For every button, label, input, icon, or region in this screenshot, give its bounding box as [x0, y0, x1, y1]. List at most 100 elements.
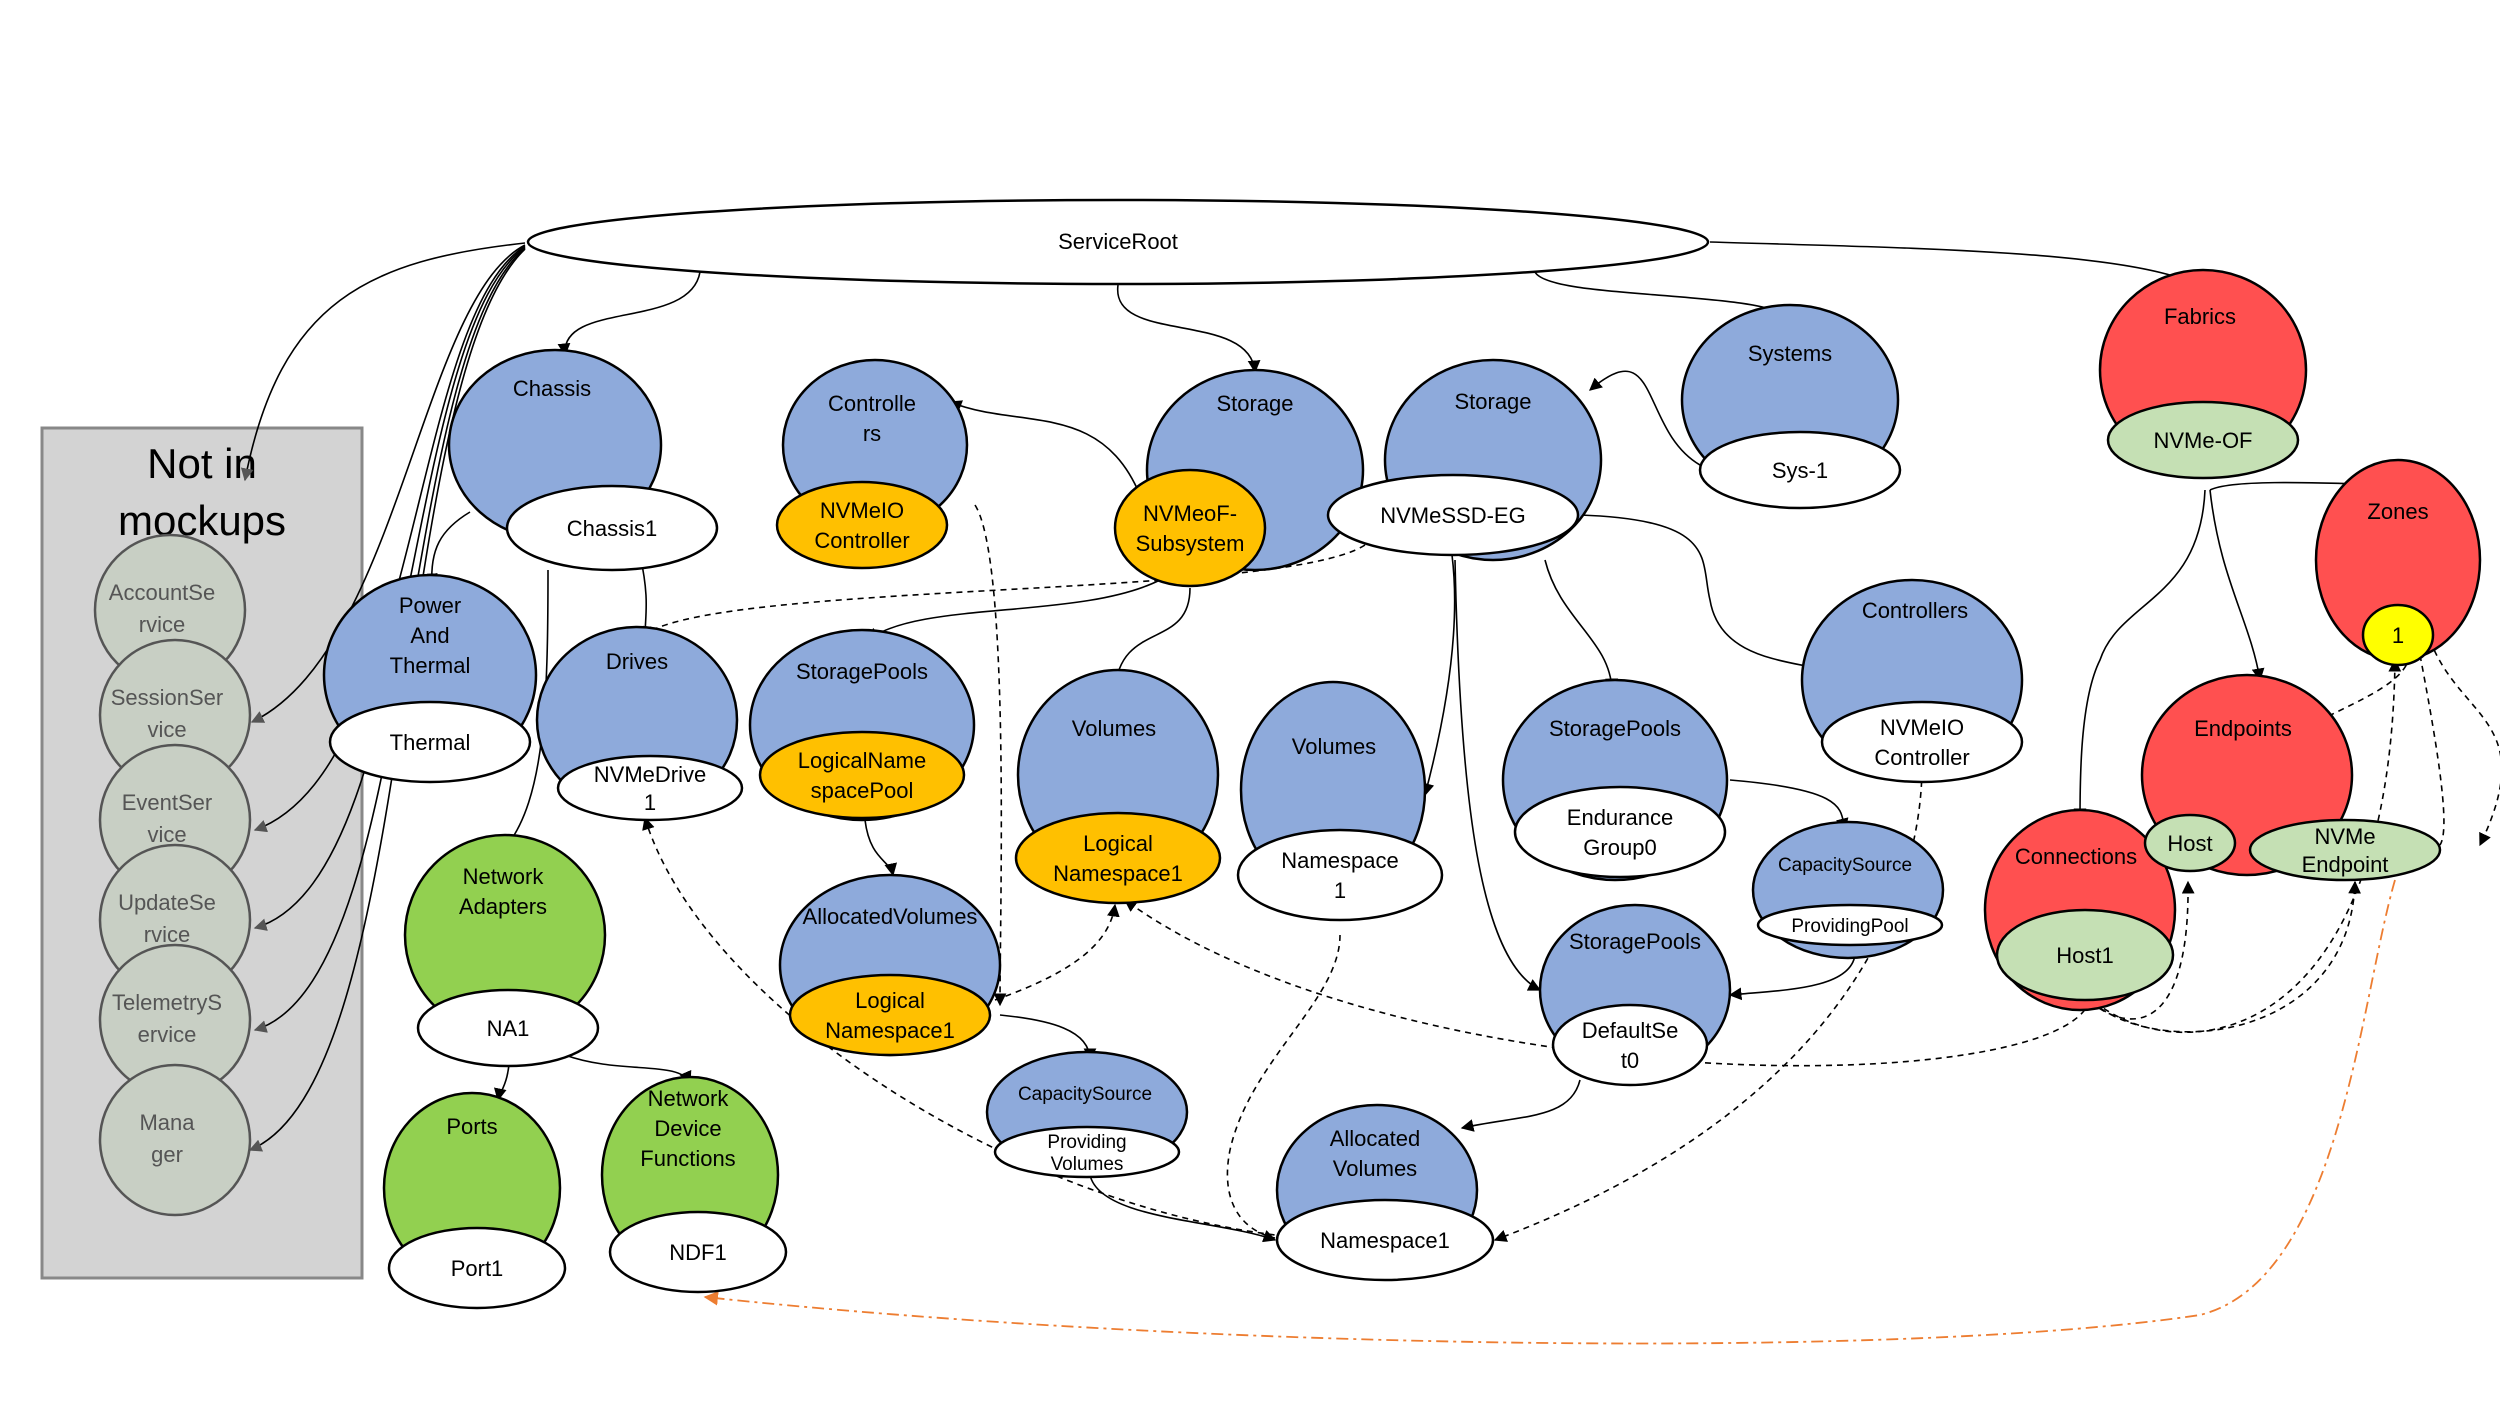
capacity-source-left-label: CapacitySource — [1018, 1084, 1152, 1105]
ndf1-instance[interactable] — [608, 1210, 788, 1294]
edge-eg-volumes — [1421, 554, 1456, 797]
edge-eg-controllers — [1579, 514, 1824, 673]
controllers-left-label-line-2: rs — [863, 421, 881, 446]
edge-default-allocated — [1460, 1079, 1581, 1132]
chassis-label: Chassis — [513, 376, 591, 401]
edge-ns1-ns — [1226, 934, 1341, 1239]
storage-pools-low-label: StoragePools — [1569, 929, 1701, 954]
update-service-label-line-2: rvice — [144, 922, 190, 947]
storage1-label: Storage — [1216, 391, 1293, 416]
na1-label: NA1 — [487, 1016, 530, 1041]
nvme-drive-instance[interactable] — [556, 754, 744, 822]
logical-namespace1-volume-label-line-1: Logical — [1083, 831, 1153, 856]
providing-volumes-instance[interactable] — [993, 1125, 1181, 1179]
nvme-endpoint-instance[interactable] — [2248, 818, 2442, 882]
edge-capsource-ns — [1089, 1174, 1277, 1243]
nvme-endpoint-label-line-1: NVMe — [2314, 824, 2375, 849]
account-service-label-line-1: AccountSe — [109, 580, 215, 605]
zone-1-instance[interactable] — [2361, 603, 2435, 667]
namespace1-instance[interactable] — [1275, 1198, 1495, 1282]
fabrics-label: Fabrics — [2164, 304, 2236, 329]
edge-root-chassis — [557, 271, 701, 357]
edge-storage-controllers — [948, 400, 1141, 496]
logical-namespace-pool-instance[interactable] — [758, 730, 966, 820]
nvme-of-label: NVMe-OF — [2154, 428, 2253, 453]
allocated-volumes-mid-label-line-2: Volumes — [1333, 1156, 1417, 1181]
host-endpoint-instance[interactable] — [2143, 813, 2237, 873]
telemetry-service-label-line-2: ervice — [138, 1022, 197, 1047]
default-set0-instance[interactable] — [1551, 1003, 1709, 1087]
nvme-of-instance[interactable] — [2106, 400, 2300, 480]
telemetry-service-label-line-1: TelemetryS — [112, 990, 222, 1015]
power-thermal-label-line-2: And — [410, 623, 449, 648]
not-in-mockups-panel: Not in mockups AccountServiceSessionServ… — [40, 426, 364, 1280]
manager-label-line-1: Mana — [139, 1110, 195, 1135]
edge-root-account — [240, 242, 526, 482]
edge-fabric-connections — [2073, 489, 2206, 822]
manager-node[interactable] — [98, 1063, 252, 1217]
edge-root-storage — [1117, 284, 1261, 374]
service-root-label: ServiceRoot — [1058, 229, 1178, 254]
network-adapters-label-line-2: Adapters — [459, 894, 547, 919]
ndf-label-line-1: Network — [648, 1086, 730, 1111]
nvmeio-controller-right-label-line-1: NVMeIO — [1880, 715, 1964, 740]
nvme-drive-label-line-2: 1 — [644, 790, 656, 815]
host1-instance[interactable] — [1995, 908, 2175, 1002]
drives-label: Drives — [606, 649, 668, 674]
edge-root-fabrics — [1709, 241, 2207, 291]
namespace-1-instance[interactable] — [1236, 828, 1444, 922]
not-in-mockups-title-1: Not in — [147, 440, 257, 487]
ports-label: Ports — [446, 1114, 497, 1139]
edge-storage-volumes — [1109, 587, 1191, 692]
edge-ctrl-logns — [974, 504, 1007, 1007]
logical-namespace1-alloc-instance[interactable] — [788, 973, 992, 1057]
namespace-1-label-line-2: 1 — [1334, 878, 1346, 903]
nvmeio-controller-right-instance[interactable] — [1820, 700, 2024, 784]
edge-zone-endpoint-2 — [2429, 639, 2500, 847]
edge-host-zone — [2094, 658, 2402, 1034]
host-endpoint-label: Host — [2167, 831, 2212, 856]
endurance-group0-instance[interactable] — [1513, 785, 1727, 879]
event-service-label-line-2: vice — [147, 822, 186, 847]
edge-sys-storage — [1589, 370, 1701, 466]
chassis1-instance[interactable] — [505, 484, 719, 572]
logical-namespace1-volume-instance[interactable] — [1014, 811, 1222, 905]
nvmeio-controller-left-label-line-2: Controller — [814, 528, 909, 553]
na1-instance[interactable] — [416, 988, 600, 1068]
endurance-group0-label-line-1: Endurance — [1567, 805, 1673, 830]
edge-storage-pools — [866, 579, 1161, 641]
logical-namespace1-alloc-label-line-1: Logical — [855, 988, 925, 1013]
volumes-mid-label: Volumes — [1292, 734, 1376, 759]
storage-pools-mid-label: StoragePools — [1549, 716, 1681, 741]
port1-instance[interactable] — [387, 1226, 567, 1310]
controllers-right-label: Controllers — [1862, 598, 1968, 623]
nvmeio-controller-left-label-line-1: NVMeIO — [820, 498, 904, 523]
nvmeio-controller-left-instance[interactable] — [775, 480, 949, 570]
allocated-volumes-left-label: AllocatedVolumes — [803, 904, 978, 929]
thermal-instance[interactable] — [328, 700, 532, 784]
event-service-label-line-1: EventSer — [122, 790, 213, 815]
edge-eg-pools — [1544, 559, 1618, 692]
providing-pool-label: ProvidingPool — [1791, 916, 1908, 937]
controllers-left-label-line-1: Controlle — [828, 391, 916, 416]
service-root-fan — [240, 242, 526, 1152]
account-service-label-line-2: rvice — [139, 612, 185, 637]
nvmessd-eg-instance[interactable] — [1326, 473, 1580, 557]
nvmeof-subsystem-instance[interactable] — [1113, 468, 1267, 588]
edge-pools-allocated — [864, 819, 898, 877]
edge-zone-endpoint — [2419, 654, 2445, 846]
logical-namespace1-alloc-label-line-2: Namespace1 — [825, 1018, 955, 1043]
service-root-node[interactable] — [526, 198, 1710, 286]
providing-pool-instance[interactable] — [1756, 903, 1944, 947]
storage2-label: Storage — [1454, 389, 1531, 414]
logical-namespace-pool-label-line-1: LogicalName — [798, 748, 926, 773]
edge-provpool-default — [1728, 954, 1856, 1001]
power-thermal-label-line-3: Thermal — [390, 653, 471, 678]
network-adapters-label-line-1: Network — [463, 864, 545, 889]
sys1-label: Sys-1 — [1772, 458, 1828, 483]
chassis1-label: Chassis1 — [567, 516, 657, 541]
nvmessd-eg-label: NVMeSSD-EG — [1380, 503, 1525, 528]
port1-label: Port1 — [451, 1256, 504, 1281]
allocated-volumes-mid-label-line-1: Allocated — [1330, 1126, 1421, 1151]
sys1-instance[interactable] — [1698, 430, 1902, 510]
